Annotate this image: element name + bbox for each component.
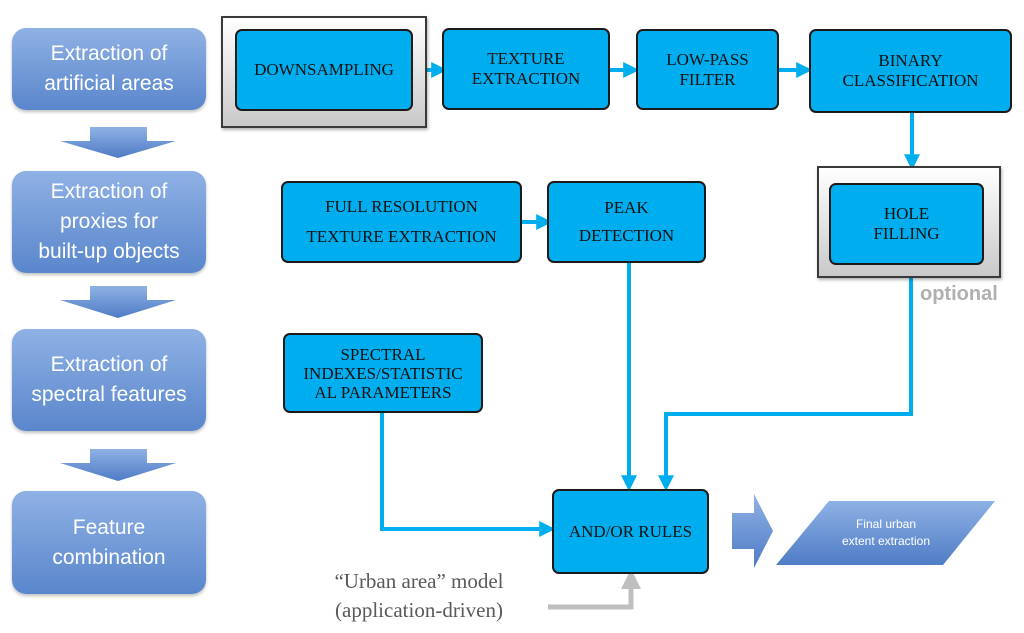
full-resolution-texture-box: FULL RESOLUTION TEXTURE EXTRACTION — [281, 181, 522, 263]
urban-area-model-label: “Urban area” model (application-driven) — [334, 569, 504, 622]
box-label: LOW-PASS FILTER — [666, 49, 749, 89]
optional-label: optional — [920, 283, 998, 305]
step-arrow-1 — [60, 127, 176, 158]
arrow-hole-to-rules — [658, 267, 913, 492]
box-label: BINARY CLASSIFICATION — [842, 51, 979, 90]
box-label: HOLE FILLING — [873, 204, 940, 243]
step-arrow-2 — [60, 286, 176, 318]
binary-classification-box: BINARY CLASSIFICATION — [809, 29, 1012, 113]
step-feature-combination: Feature combination — [12, 491, 206, 594]
arrow-spectral-to-rules — [380, 412, 556, 537]
final-output-shape — [776, 501, 995, 565]
and-or-rules-box: AND/OR RULES — [552, 489, 709, 574]
step-label: Extraction of spectral features — [31, 353, 187, 406]
spectral-indexes-box: SPECTRAL INDEXES/STATISTIC AL PARAMETERS — [283, 333, 483, 413]
box-label: TEXTURE EXTRACTION — [471, 49, 581, 88]
output-block-arrow — [732, 494, 773, 568]
step-label: Extraction of artificial areas — [44, 42, 174, 95]
texture-extraction-box: TEXTURE EXTRACTION — [442, 28, 610, 110]
box-label: FULL RESOLUTION TEXTURE EXTRACTION — [306, 197, 497, 246]
box-label: SPECTRAL INDEXES/STATISTIC AL PARAMETERS — [303, 344, 463, 402]
box-label: AND/OR RULES — [568, 521, 693, 541]
step-label: Feature combination — [52, 515, 166, 569]
step-extraction-spectral-features: Extraction of spectral features — [12, 329, 206, 431]
hole-filling-box: HOLE FILLING — [829, 183, 984, 265]
step-arrow-3 — [60, 449, 176, 481]
step-extraction-artificial-areas: Extraction of artificial areas — [12, 28, 206, 110]
peak-detection-box: PEAK DETECTION — [547, 181, 706, 263]
box-label: DOWNSAMPLING — [254, 60, 394, 79]
step-extraction-proxies: Extraction of proxies for built-up objec… — [12, 171, 206, 273]
downsampling-box: DOWNSAMPLING — [235, 29, 413, 111]
low-pass-filter-box: LOW-PASS FILTER — [636, 29, 779, 110]
box-label: PEAK DETECTION — [578, 198, 675, 245]
arrow-model-to-rules — [548, 569, 641, 610]
final-output-label: Final urban extent extraction — [841, 517, 931, 548]
step-label: Extraction of proxies for built-up objec… — [38, 180, 180, 263]
